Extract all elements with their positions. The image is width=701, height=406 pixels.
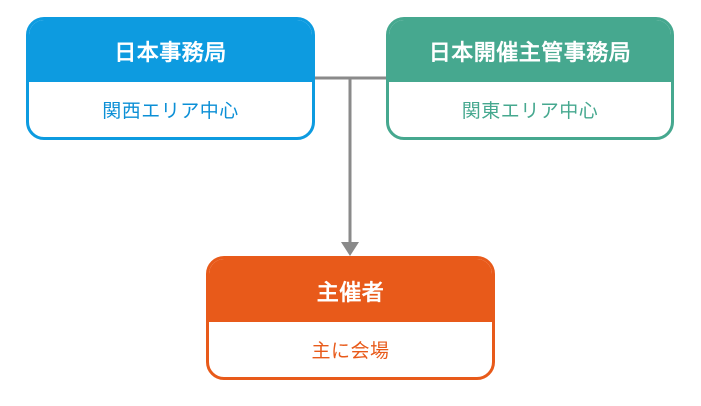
organizer-node: 主催者 主に会場: [206, 256, 495, 380]
host-office-title: 日本開催主管事務局: [389, 20, 671, 82]
arrow-down-icon: [341, 242, 359, 256]
japan-office-node: 日本事務局 関西エリア中心: [26, 17, 315, 140]
host-office-node: 日本開催主管事務局 関東エリア中心: [386, 17, 674, 140]
host-office-subtitle: 関東エリア中心: [461, 100, 599, 122]
organizer-subtitle: 主に会場: [311, 340, 390, 362]
japan-office-title: 日本事務局: [29, 20, 312, 82]
japan-office-subtitle: 関西エリア中心: [102, 100, 239, 122]
organizer-title: 主催者: [209, 259, 492, 322]
